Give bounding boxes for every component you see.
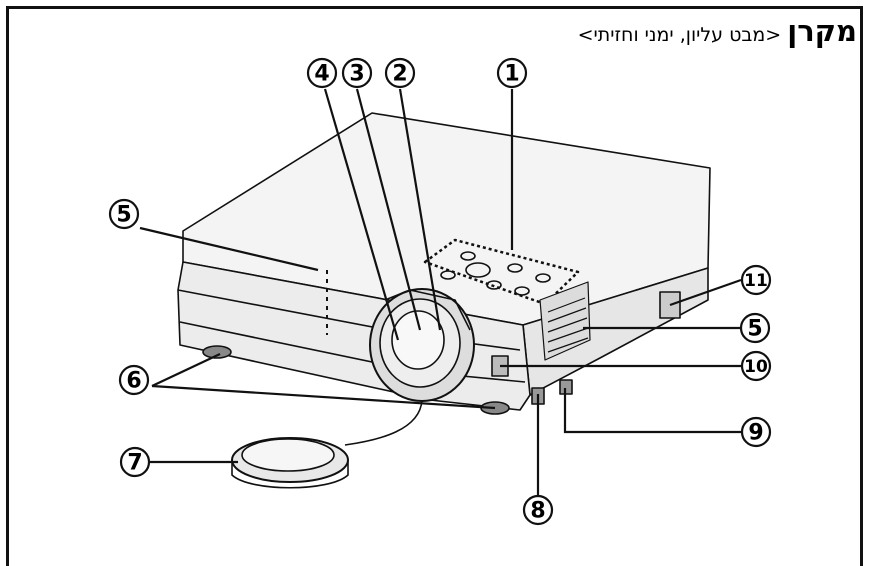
leader-6b [151,384,496,410]
side-vent-grid [539,281,591,361]
projector-illustration: 1 2 3 4 5 5 6 7 8 9 10 11 [108,57,772,526]
callout-10 [740,350,772,382]
callout-11 [740,264,772,296]
leader-2 [398,88,442,331]
callout-2 [384,57,416,89]
lens-cap-cord [344,399,423,446]
leader-9 [563,388,741,434]
callout-label-8: 8 [530,499,545,524]
callout-label-9: 9 [748,421,763,446]
leader-3 [355,88,422,331]
callout-4 [306,57,338,89]
title-main: מקרן [787,14,857,48]
control-panel-outline [423,238,580,306]
diagram-frame [6,6,863,566]
lens-assembly [369,288,475,402]
callout-1 [496,57,528,89]
leader-4 [323,88,400,341]
leader-6a [151,353,221,387]
title-subtitle: <מבט עליון, ימני וחזיתי> [577,24,782,46]
callout-label-11: 11 [744,271,768,291]
callout-5-left [108,198,140,230]
front-foot-left [202,345,232,359]
callout-9 [740,416,772,448]
callout-3 [341,57,373,89]
callout-label-5-left: 5 [116,203,131,228]
diagram-title: מקרן<מבט עליון, ימני וחזיתי> [578,14,857,48]
callout-7 [119,446,151,478]
callout-label-10: 10 [744,357,768,377]
leader-5-left [139,226,319,272]
callout-6 [118,364,150,396]
callout-label-5-right: 5 [747,317,762,342]
leader-11 [669,278,742,307]
callout-8 [522,494,554,526]
callout-5-right [739,312,771,344]
lens-cap [231,437,349,489]
callout-label-7: 7 [127,451,142,476]
callout-label-6: 6 [126,369,141,394]
callout-label-2: 2 [392,62,407,87]
callout-label-1: 1 [504,62,519,87]
callout-label-3: 3 [349,62,364,87]
callout-label-4: 4 [314,62,329,87]
